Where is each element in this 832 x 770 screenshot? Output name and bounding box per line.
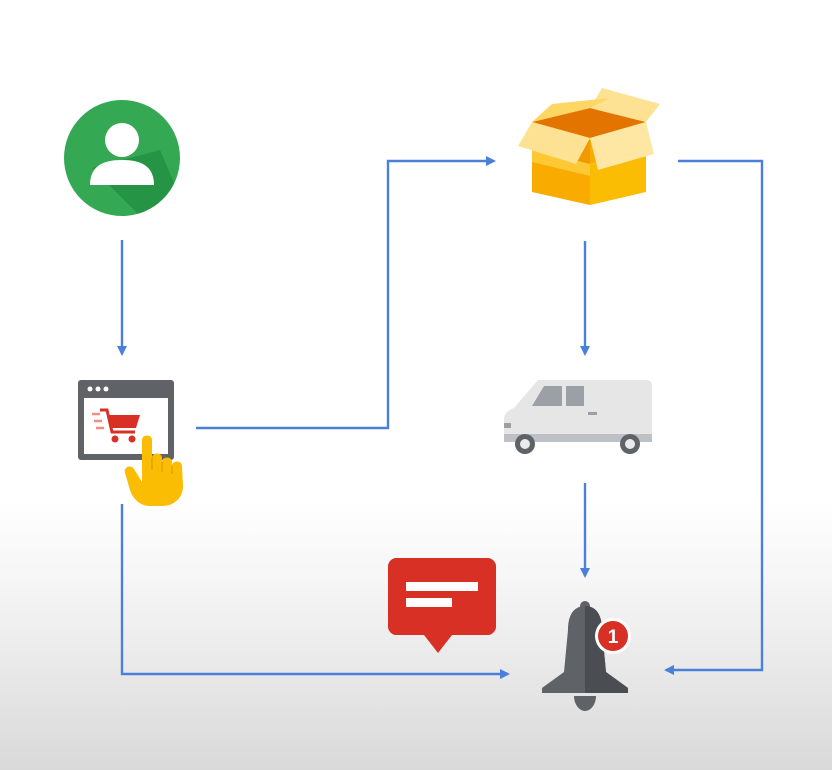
- notification-badge: 1: [595, 618, 631, 654]
- cart-icon: [92, 408, 140, 443]
- connectors: [117, 156, 764, 679]
- pointing-hand-icon: [124, 435, 183, 506]
- message-bubble-icon: [388, 558, 496, 653]
- edge-store-to-package: [196, 156, 496, 430]
- notification-bell-icon: 1: [542, 601, 631, 711]
- edge-store-to-notification: [120, 504, 510, 679]
- user-avatar-icon: [64, 100, 180, 216]
- shopping-cart-browser-icon: [78, 380, 183, 506]
- delivery-van-icon: [504, 380, 652, 454]
- open-box-icon: [518, 88, 660, 205]
- edge-package-to-notification: [664, 159, 764, 675]
- notification-badge-count: 1: [608, 627, 619, 648]
